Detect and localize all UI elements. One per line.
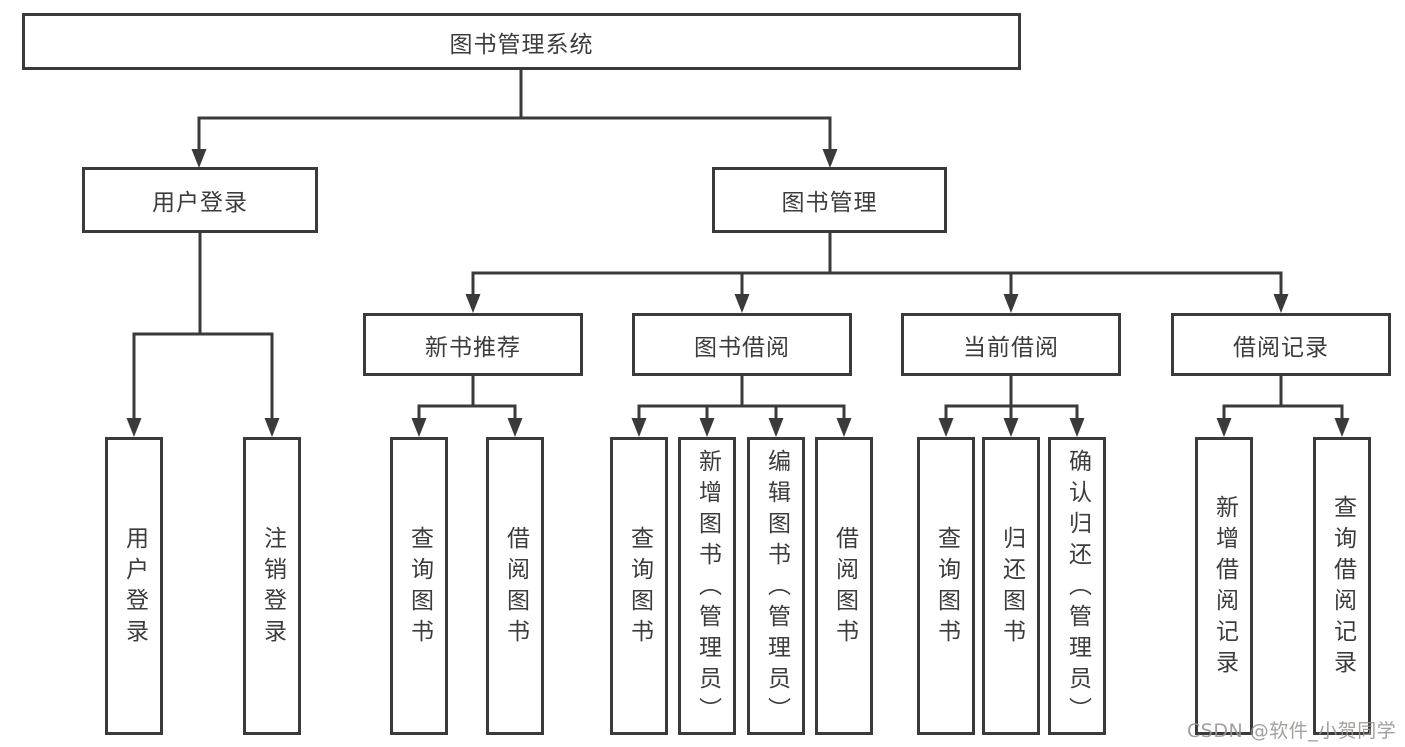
leaf-cb-confirm-return-admin: 确认归还（管理员） [1048, 437, 1106, 735]
connector-group [132, 68, 1344, 420]
node-root: 图书管理系统 [22, 13, 1021, 70]
leaf-bb-query-books: 查询图书 [610, 437, 668, 735]
arrowheads [126, 149, 1350, 437]
leaf-br-add-record: 新增借阅记录 [1195, 437, 1253, 735]
leaf-cb-query-books: 查询图书 [917, 437, 975, 735]
node-user-login: 用户登录 [82, 167, 318, 233]
leaf-br-query-record: 查询借阅记录 [1313, 437, 1371, 735]
leaf-bb-edit-books-admin: 编辑图书（管理员） [747, 437, 805, 735]
leaf-bb-add-books-admin: 新增图书（管理员） [678, 437, 736, 735]
node-new-book-recommend: 新书推荐 [363, 313, 583, 376]
node-current-borrow: 当前借阅 [901, 313, 1121, 376]
leaf-nbr-borrow-books: 借阅图书 [486, 437, 544, 735]
leaf-user-login: 用户登录 [105, 437, 163, 735]
node-book-management: 图书管理 [712, 167, 947, 233]
leaf-nbr-query-books: 查询图书 [390, 437, 448, 735]
node-book-borrow: 图书借阅 [632, 313, 852, 376]
leaf-cb-return-books: 归还图书 [982, 437, 1040, 735]
watermark: CSDN @软件_小贺同学 [1187, 720, 1397, 742]
leaf-logout: 注销登录 [243, 437, 301, 735]
node-borrow-records: 借阅记录 [1171, 313, 1391, 376]
leaf-bb-borrow-books: 借阅图书 [815, 437, 873, 735]
